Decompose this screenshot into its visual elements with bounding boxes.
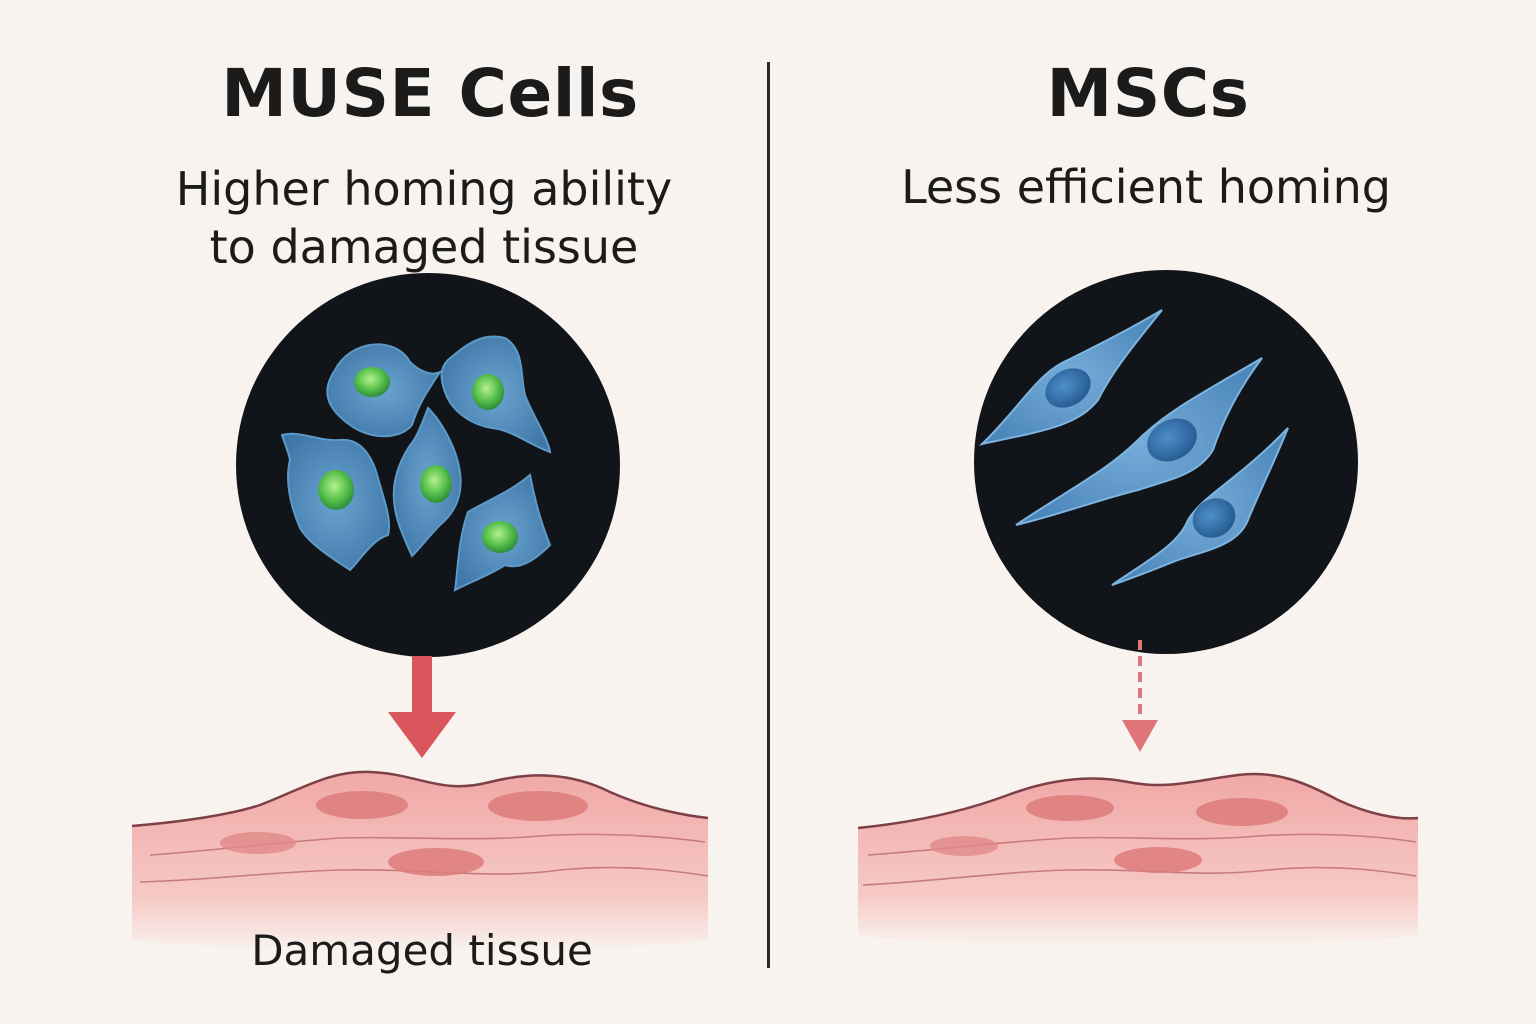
muse-title: MUSE Cells <box>221 55 639 132</box>
muse-damaged-tissue <box>131 770 709 952</box>
muse-cell <box>392 406 462 558</box>
muse-cell <box>453 473 552 592</box>
tissue-label: Damaged tissue <box>251 926 593 975</box>
msc-subtitle: Less efficient homing <box>901 160 1391 214</box>
muse-homing-arrow <box>388 656 456 758</box>
panel-divider <box>767 62 770 968</box>
msc-figure <box>857 270 1419 947</box>
muse-subtitle: Higher homing ability to damaged tissue <box>0 160 848 276</box>
muse-cell <box>280 432 390 572</box>
msc-damaged-tissue <box>857 772 1419 947</box>
muse-subtitle-line-2: to damaged tissue <box>209 220 639 274</box>
muse-panel: MUSE Cells Higher homing ability to dama… <box>131 55 709 975</box>
msc-cell <box>978 309 1163 446</box>
msc-cell <box>1111 427 1289 586</box>
muse-subtitle-line-1: Higher homing ability <box>175 162 673 216</box>
muse-cell <box>326 343 443 438</box>
muse-figure <box>131 273 709 952</box>
msc-homing-arrow <box>1122 640 1158 752</box>
msc-title: MSCs <box>1046 55 1250 132</box>
msc-panel: MSCs Less efficient homing <box>768 0 1536 1024</box>
muse-cell <box>440 335 552 454</box>
msc-cell <box>1015 357 1263 526</box>
